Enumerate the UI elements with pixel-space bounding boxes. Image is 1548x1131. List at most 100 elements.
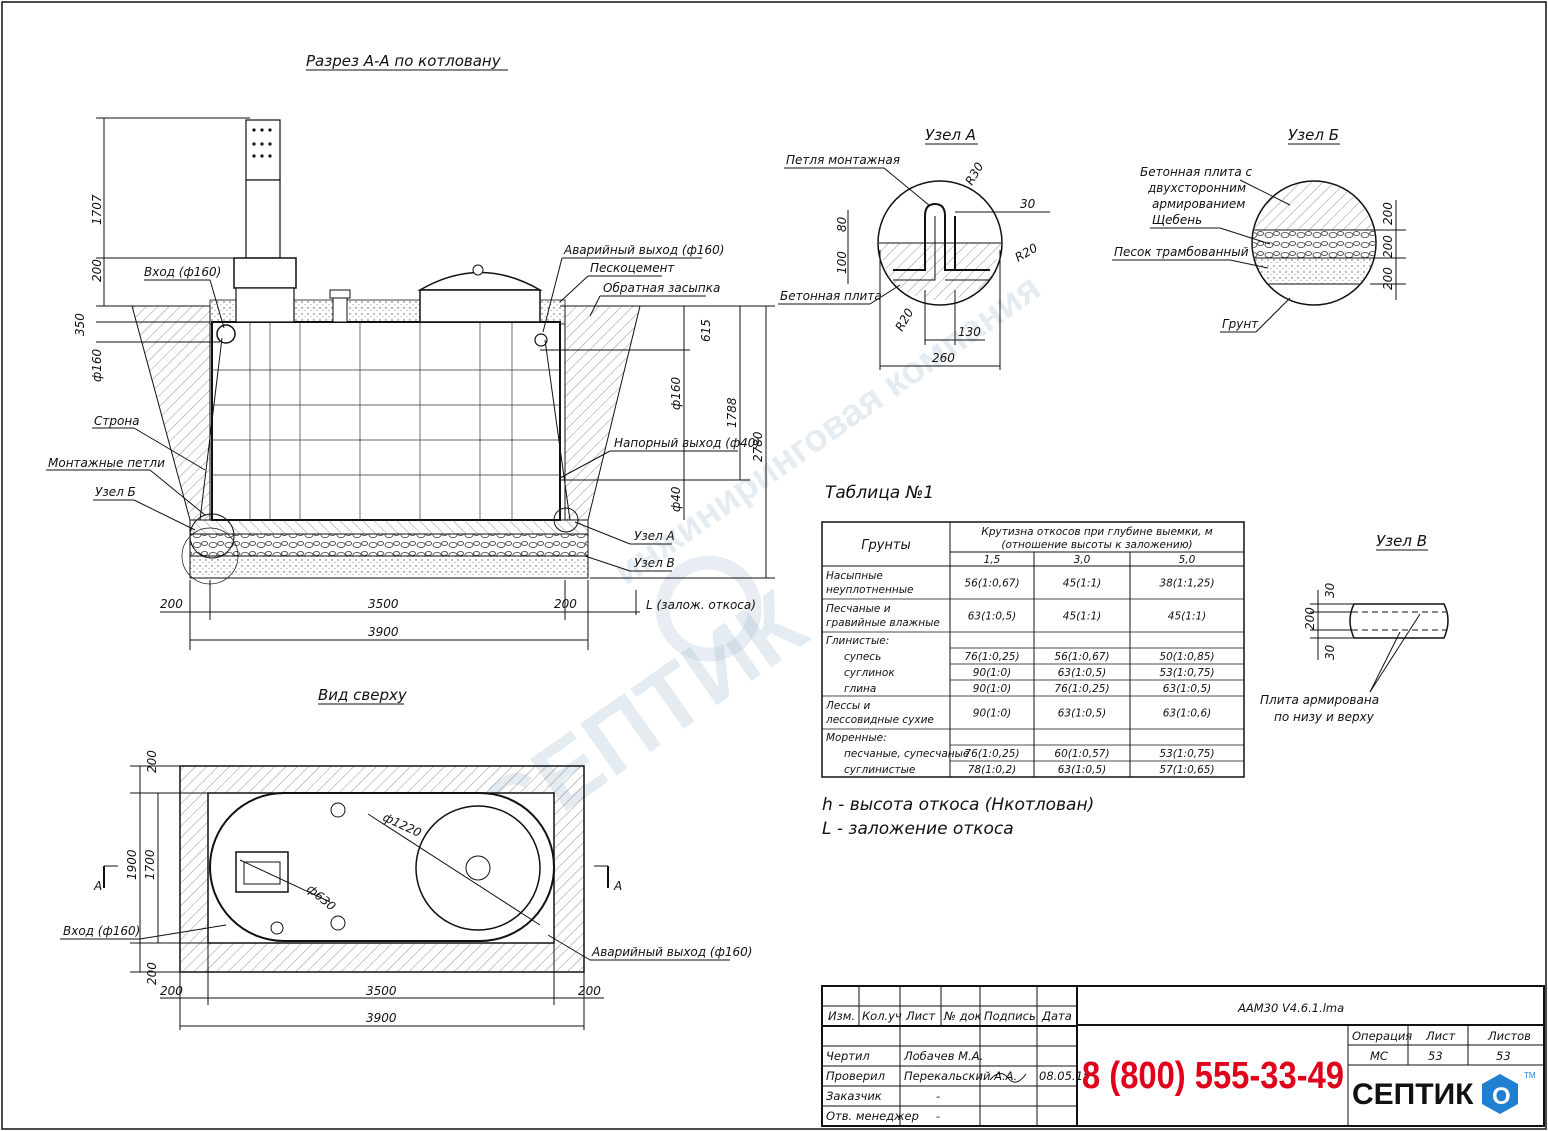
top-view-title: Вид сверху xyxy=(318,686,408,704)
dim-top-200-a: 200 xyxy=(145,750,159,773)
cut-mark-left: А xyxy=(93,879,102,893)
table-cell: 78(1:0,2) xyxy=(968,764,1016,776)
dim-1900: 1900 xyxy=(125,849,139,880)
table-row-name: суглинистые xyxy=(844,764,915,776)
tank-body xyxy=(211,321,561,521)
soil-left xyxy=(131,305,211,521)
label-sling: Строна xyxy=(94,414,140,428)
dim-node-b-200-a: 200 xyxy=(1381,202,1395,225)
inlet-pipe xyxy=(216,324,236,344)
table-cell: 53(1:0,75) xyxy=(1159,748,1214,760)
dim-350: 350 xyxy=(73,313,87,336)
top-view: Вид сверху ф1220 ф630 А А Вход (ф160) Ав… xyxy=(60,686,752,1030)
node-a-detail: Узел А Петля монтажная Бетонная плита 80… xyxy=(778,126,1050,370)
dim-node-a-80: 80 xyxy=(835,216,849,232)
section-a-a: Разрез А-А по котловану xyxy=(46,52,775,650)
label-slab-1: Бетонная плита с xyxy=(1140,165,1252,179)
stamp-role-2: Заказчик xyxy=(826,1089,882,1103)
dim-1700: 1700 xyxy=(143,849,157,880)
label-top-emergency: Аварийный выход (ф160) xyxy=(591,945,752,959)
dim-node-a-r20-right: R20 xyxy=(1013,240,1041,264)
node-a-callout xyxy=(553,507,579,533)
dim-d160-left: ф160 xyxy=(90,348,104,382)
stamp-sheets-header: Листов xyxy=(1487,1029,1531,1043)
section-title: Разрез А-А по котловану xyxy=(306,52,502,70)
stamp-name-3: - xyxy=(936,1109,940,1123)
table-depth-2: 5,0 xyxy=(1179,554,1196,566)
dim-d40: ф40 xyxy=(669,486,683,512)
dim-1788: 1788 xyxy=(725,397,739,428)
table-row-name: Глинистые: xyxy=(826,635,889,647)
table-depth-0: 1,5 xyxy=(984,554,1001,566)
table-row-name: Песчаные и xyxy=(826,603,891,615)
stamp-date-1: 08.05.15 xyxy=(1039,1069,1090,1083)
table-cell: 90(1:0) xyxy=(973,708,1011,720)
table-header-slope-2: (отношение высоты к заложению) xyxy=(1001,539,1192,551)
stamp-op: МС xyxy=(1370,1049,1388,1063)
signature xyxy=(989,1073,1027,1083)
stamp-sheet-header: Лист xyxy=(1425,1029,1455,1043)
table-cell: 57(1:0,65) xyxy=(1159,764,1214,776)
stamp-h-sign: Подпись xyxy=(984,1009,1036,1023)
brand-tm: ТМ xyxy=(1524,1071,1536,1080)
label-slab-3: армированием xyxy=(1152,197,1245,211)
table-cell: 45(1:1) xyxy=(1063,611,1101,623)
dim-200-right: 200 xyxy=(554,597,577,611)
table-cell: 63(1:0,5) xyxy=(968,611,1016,623)
label-node-a: Узел А xyxy=(634,529,675,543)
label-emergency-outlet: Аварийный выход (ф160) xyxy=(563,243,724,257)
dim-2780: 2780 xyxy=(751,431,765,462)
stamp-brand: СЕПТИК xyxy=(1352,1078,1474,1111)
dim-615: 615 xyxy=(699,319,713,342)
label-top-inlet: Вход (ф160) xyxy=(63,924,140,938)
mount-loop-shape xyxy=(893,202,990,271)
table-cell: 60(1:0,57) xyxy=(1054,748,1109,760)
table-row-name: песчаные, супесчаные xyxy=(844,748,969,760)
dim-node-v-30-b: 30 xyxy=(1323,644,1337,660)
stamp-role-0: Чертил xyxy=(826,1049,870,1063)
dim-node-a-r20-left: R20 xyxy=(892,306,916,334)
dim-node-a-30: 30 xyxy=(1020,197,1036,211)
table-cell: 45(1:1) xyxy=(1168,611,1206,623)
node-b-title: Узел Б xyxy=(1288,126,1339,144)
table-row-name: неуплотненные xyxy=(826,584,913,596)
stamp-name-2: - xyxy=(936,1089,940,1103)
concrete-slab xyxy=(189,519,589,535)
stamp-name-0: Лобачев М.А. xyxy=(903,1049,983,1063)
table-cell: 63(1:0,5) xyxy=(1058,708,1106,720)
dim-node-a-r30: R30 xyxy=(962,160,986,188)
table-row-name: супесь xyxy=(844,651,881,663)
label-inlet: Вход (ф160) xyxy=(144,265,221,279)
label-sand-cement: Пескоцемент xyxy=(590,261,675,275)
stamp-name-1: Перекальский А.А. xyxy=(904,1069,1017,1083)
table-cell: 45(1:1) xyxy=(1063,578,1101,590)
label-node-v-1: Плита армирована xyxy=(1260,693,1379,707)
gravel-layer xyxy=(189,533,589,557)
table-cell: 63(1:0,5) xyxy=(1163,683,1211,695)
dim-top-3500: 3500 xyxy=(366,984,397,998)
watermark-o-icon xyxy=(655,555,762,662)
dim-top-3900: 3900 xyxy=(366,1011,397,1025)
table-row-name: суглинок xyxy=(844,667,895,679)
stamp-h-doc: № док xyxy=(943,1009,982,1023)
label-backfill: Обратная засыпка xyxy=(603,281,720,295)
note-h: h - высота откоса (Hкотлован) xyxy=(822,795,1094,815)
table-row-name: глина xyxy=(844,683,876,695)
table-row-name: Моренные: xyxy=(826,732,887,744)
node-v-title: Узел В xyxy=(1376,532,1427,550)
table-cell: 63(1:0,5) xyxy=(1058,667,1106,679)
label-pressure-outlet: Напорный выход (ф40) xyxy=(614,436,760,450)
sand-layer xyxy=(189,555,589,579)
label-ground: Грунт xyxy=(1222,317,1259,331)
table-cell: 76(1:0,25) xyxy=(964,651,1019,663)
label-mount-loop: Петля монтажная xyxy=(786,153,900,167)
dim-top-200-right: 200 xyxy=(578,984,601,998)
dim-node-a-260: 260 xyxy=(932,351,955,365)
table-row-name: гравийные влажные xyxy=(826,617,940,629)
table-header-slope-1: Крутизна откосов при глубине выемки, м xyxy=(981,526,1212,538)
table-cell: 63(1:0,6) xyxy=(1163,708,1211,720)
label-gravel: Щебень xyxy=(1152,213,1202,227)
dim-node-b-200-b: 200 xyxy=(1381,235,1395,258)
